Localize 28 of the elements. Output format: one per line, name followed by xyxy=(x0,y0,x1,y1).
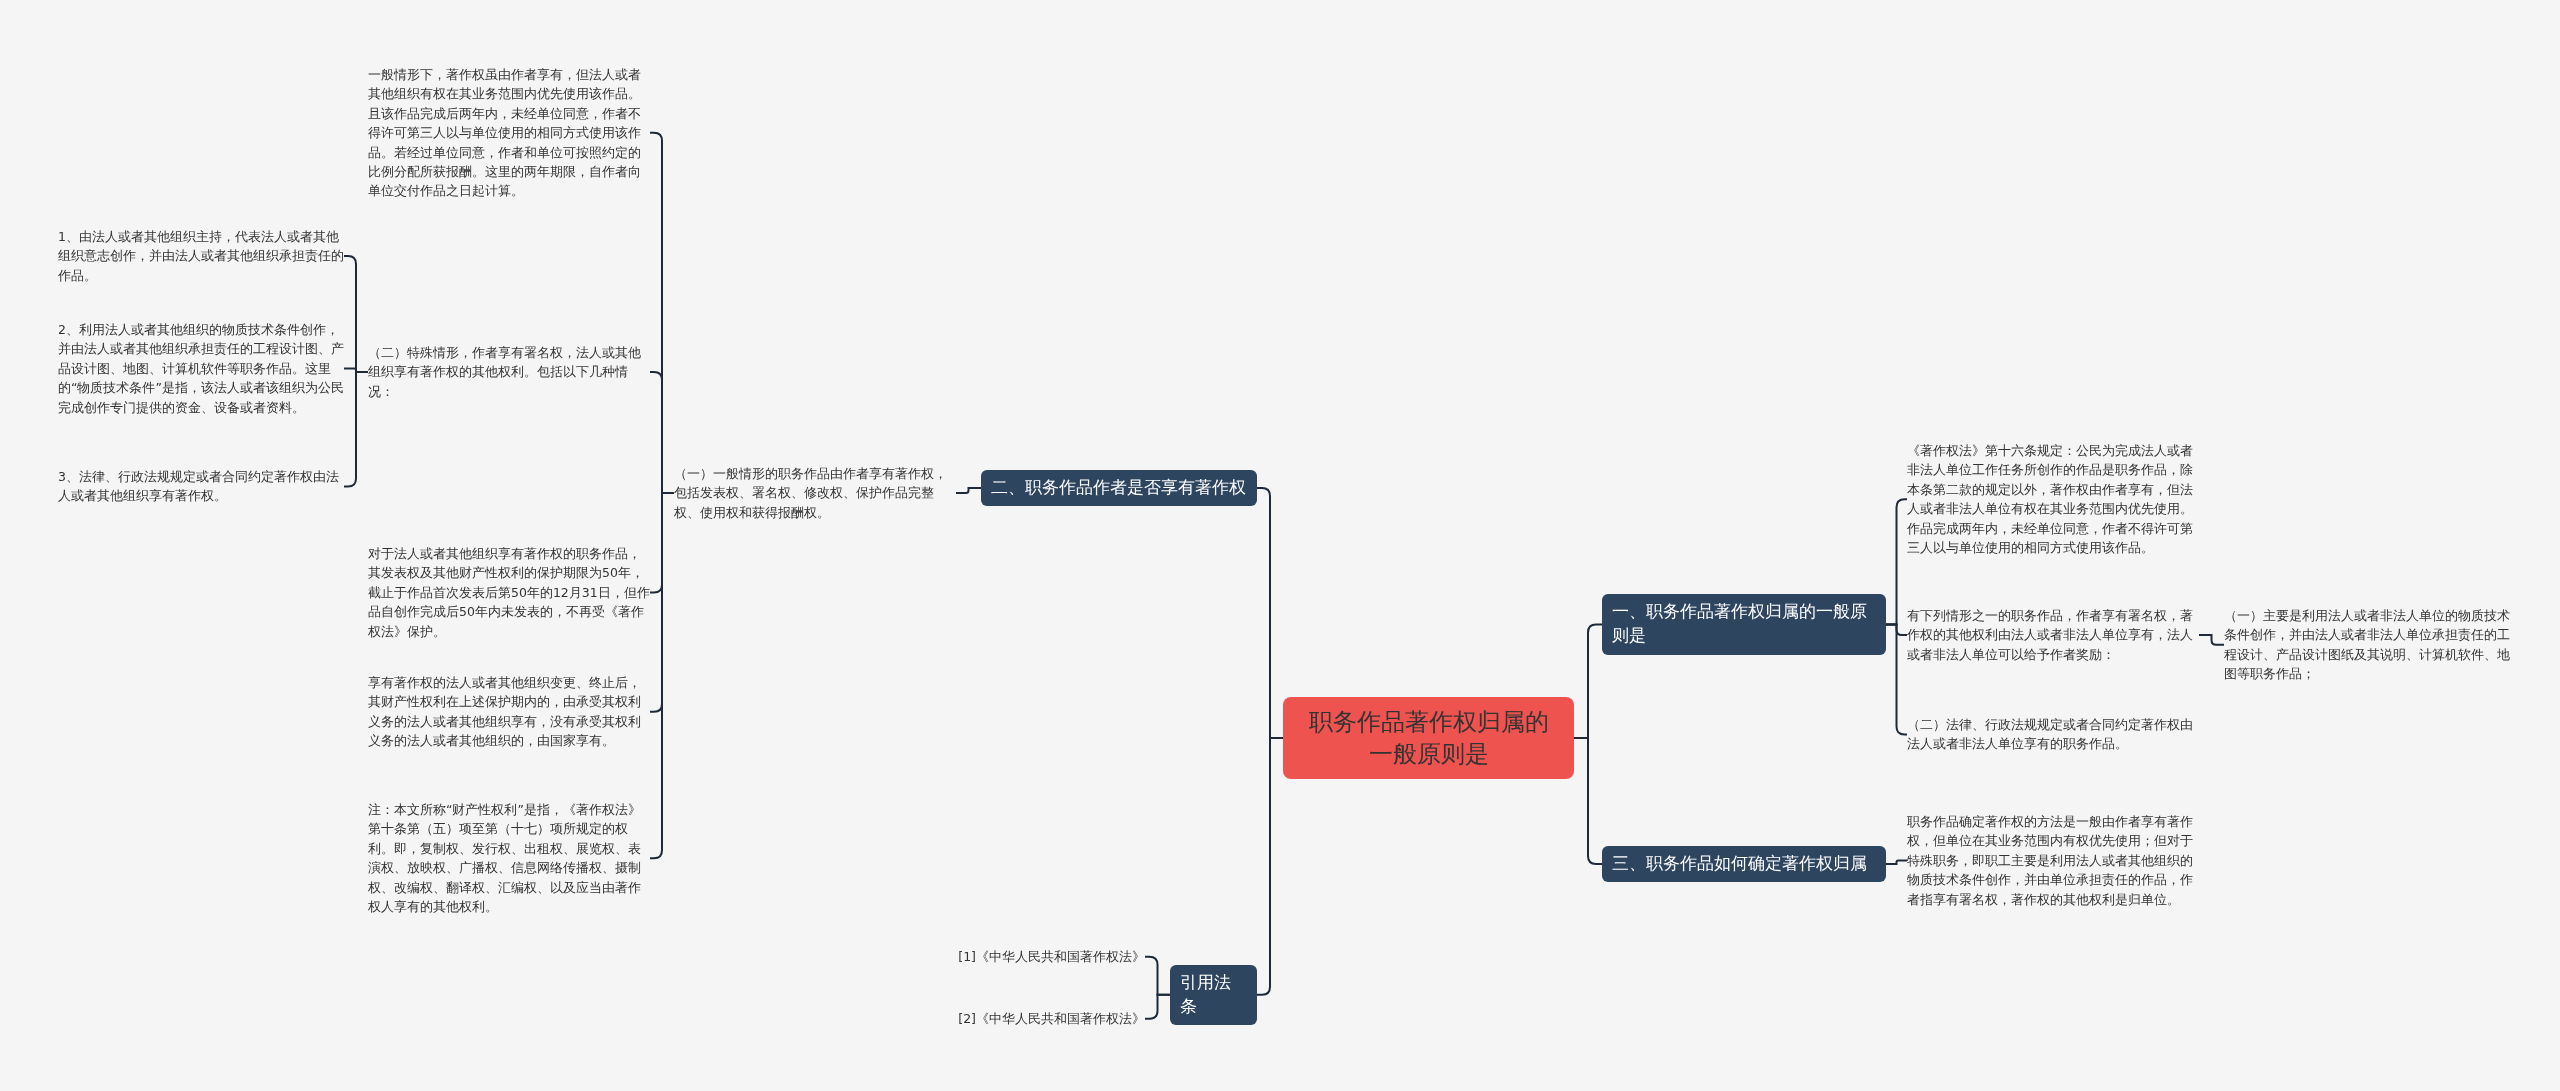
topic-text: （二）法律、行政法规规定或者合同约定著作权由法人或者非法人单位享有的职务作品。 xyxy=(1907,716,2194,754)
connector-line xyxy=(1885,623,1908,736)
topic-box: 二、职务作品作者是否享有著作权 xyxy=(981,470,1257,506)
topic-box: 引用法条 xyxy=(1170,965,1257,1025)
connector-line xyxy=(343,371,369,488)
topic-box: 一、职务作品著作权归属的一般原则是 xyxy=(1602,594,1886,655)
topic-text: 职务作品确定著作权的方法是一般由作者享有著作权，但单位在其业务范围内有权优先使用；但对于特殊职务，即职工主要是利用法人或者其他组织的物质技术条件创作，并由单位承担责任的作品，作者指享有署名权，著作权的其他权利是归单位。 xyxy=(1907,813,2194,909)
topic-text: （一）主要是利用法人或者非法人单位的物质技术条件创作，并由法人或者非法人单位承担责任的工程设计、产品设计图纸及其说明、计算机软件、地图等职务作品； xyxy=(2224,607,2511,684)
topic-text: 有下列情形之一的职务作品，作者享有署名权，著作权的其他权利由法人或者非法人单位享有，法人或者非法人单位可以给予作者奖励： xyxy=(1907,607,2194,664)
topic-text: 注：本文所称“财产性权利”是指，《著作权法》第十条第（五）项至第（十七）项所规定的权利。即，复制权、发行权、出租权、展览权、表演权、放映权、广播权、信息网络传播权、摄制权、改编权、翻译权、汇编权、以及应当由著作权人享有的其他权利。 xyxy=(368,801,642,916)
topic-text: 《著作权法》第十六条规定：公民为完成法人或者非法人单位工作任务所创作的作品是职务作品，除本条第二款的规定以外，著作权由作者享有，但法人或者非法人单位有权在其业务范围内优先使用。作品完成两年内，未经单位同意，作者不得许可第三人以与单位使用的相同方式使用该作品。 xyxy=(1907,442,2194,557)
connector-line xyxy=(1885,859,1908,865)
topic-text: 享有著作权的法人或者其他组织变更、终止后，其财产性权利在上述保护期内的，由承受其权利义务的法人或者其他组织享有，没有承受其权利义务的法人或者其他组织的，由国家享有。 xyxy=(368,674,642,751)
topic-text: （一）一般情形的职务作品由作者享有著作权，包括发表权、署名权、修改权、保护作品完整权、使用权和获得报酬权。 xyxy=(674,465,948,522)
topic-box: 三、职务作品如何确定著作权归属 xyxy=(1602,846,1886,882)
topic-text: 对于法人或者其他组织享有著作权的职务作品，其发表权及其他财产性权利的保护期限为50年，截止于作品首次发表后第50年的12月31日，但作品自创作完成后50年内未发表的，不再受《著作权法》保护。 xyxy=(368,545,650,641)
topic-text: 一般情形下，著作权虽由作者享有，但法人或者其他组织有权在其业务范围内优先使用该作品。且该作品完成后两年内，未经单位同意，作者不得许可第三人以与单位使用的相同方式使用该作品。若经过单位同意，作者和单位可按照约定的比例分配所获报酬。这里的两年期限，自作者向单位交付作品之日起计算。 xyxy=(368,66,642,201)
connector-line xyxy=(955,486,982,495)
topic-text: [1]《中华人民共和国著作权法》 xyxy=(957,948,1145,966)
topic-text: 2、利用法人或者其他组织的物质技术条件创作，并由法人或者其他组织承担责任的工程设计图、产品设计图、地图、计算机软件等职务作品。这里的“物质技术条件”是指，该法人或者该组织为公民完成创作专门提供的资金、设备或者资料。 xyxy=(58,321,344,417)
connector-line xyxy=(649,492,675,860)
topic-text: [2]《中华人民共和国著作权法》 xyxy=(957,1010,1145,1028)
topic-text: 3、法律、行政法规规定或者合同约定著作权由法人或者其他组织享有著作权。 xyxy=(58,468,340,506)
central-topic: 职务作品著作权归属的一般原则是 xyxy=(1283,697,1574,779)
topic-text: 1、由法人或者其他组织主持，代表法人或者其他组织意志创作，并由法人或者其他组织承担责任的作品。 xyxy=(58,228,344,285)
connector-line xyxy=(1144,993,1171,1020)
connector-line xyxy=(2198,634,2225,646)
topic-text: （二）特殊情形，作者享有署名权，法人或其他组织享有著作权的其他权利。包括以下几种情况： xyxy=(368,344,642,401)
